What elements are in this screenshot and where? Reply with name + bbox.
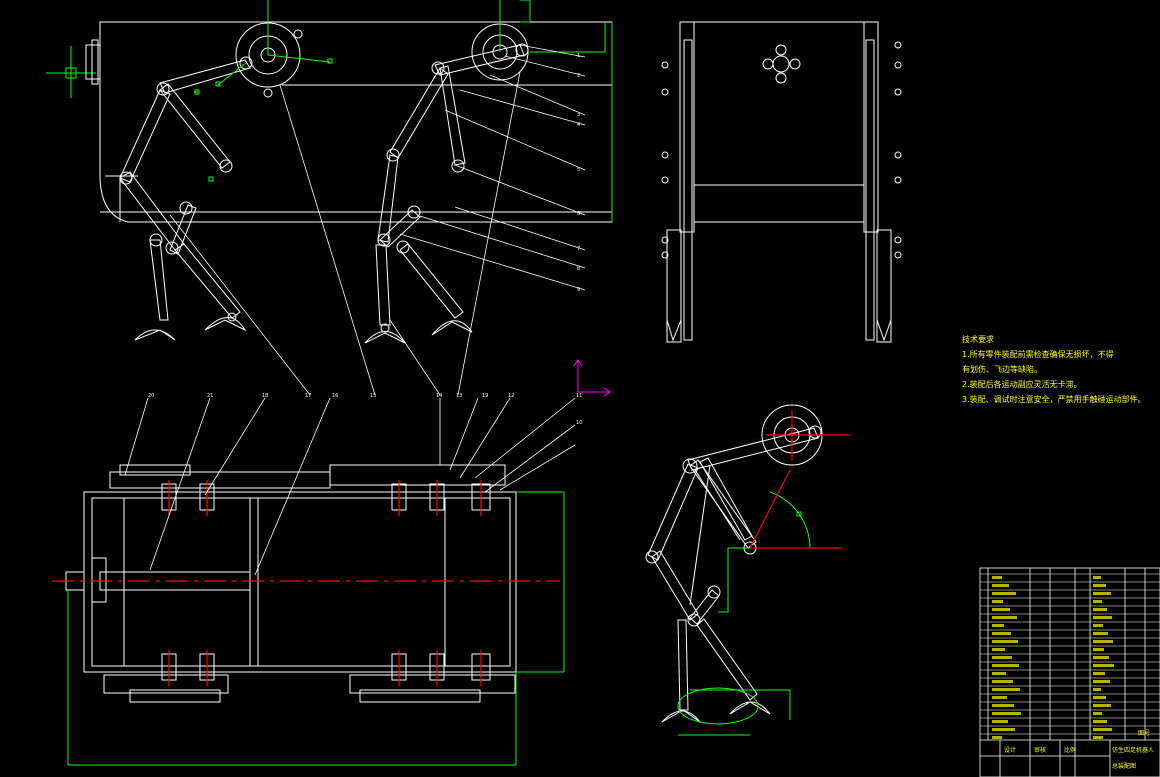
balloon: 11 — [576, 393, 582, 399]
drawing-title: 仿生四足机器人 — [1112, 746, 1154, 754]
parts-list-entry — [1093, 576, 1101, 579]
title-label: 比例 — [1064, 746, 1076, 754]
parts-list-entry — [992, 696, 1007, 699]
balloon: 8 — [577, 266, 580, 272]
parts-list-entry — [992, 720, 1008, 723]
balloon: 7 — [577, 246, 580, 252]
parts-list-entry — [992, 632, 1011, 635]
parts-list-entry — [992, 712, 1021, 715]
parts-list-entry — [1093, 720, 1107, 723]
parts-list-entry — [992, 688, 1020, 691]
top-view-centerlines — [52, 480, 560, 686]
balloon: 12 — [508, 393, 514, 399]
title-label: 审核 — [1034, 746, 1046, 754]
balloon: 20 — [148, 393, 154, 399]
front-view-leaders — [169, 44, 586, 396]
parts-list-entry — [992, 656, 1012, 659]
notes-line: 1.所有零件装配前需检查确保无损坏，不得 — [962, 350, 1114, 359]
title-label: 设计 — [1004, 746, 1016, 754]
balloon: 18 — [262, 393, 268, 399]
parts-list-entry — [992, 728, 1015, 731]
parts-list-entry — [992, 576, 1002, 579]
balloon: 6 — [577, 211, 580, 217]
front-view-dimensions — [194, 0, 613, 222]
balloon: 1 — [577, 53, 580, 59]
notes-line: 3.装配、调试时注意安全，严禁用手触碰运动部件。 — [962, 395, 1146, 404]
balloon: 10 — [576, 420, 582, 426]
front-view-balloons: 1 2 3 4 5 6 7 8 9 — [577, 53, 580, 293]
parts-list-entry — [1093, 648, 1104, 651]
parts-list-entry — [1093, 656, 1109, 659]
parts-list-entry — [1093, 712, 1102, 715]
notes-line: 2.装配后各运动副应灵活无卡滞。 — [962, 380, 1082, 389]
parts-list-entry — [1093, 632, 1108, 635]
parts-list-entry — [1093, 624, 1103, 627]
parts-list-entry — [992, 736, 1002, 739]
title-block-rows — [980, 573, 1160, 739]
parts-list-entry — [1093, 640, 1113, 643]
parts-list-entry — [992, 672, 1006, 675]
top-view-leaders — [124, 397, 576, 576]
notes-heading: 技术要求 — [962, 335, 994, 344]
balloon: 4 — [577, 122, 580, 128]
balloon: 19 — [482, 393, 488, 399]
parts-list-entry — [992, 608, 1010, 611]
parts-list-entry — [1093, 592, 1111, 595]
side-view — [661, 21, 902, 343]
parts-list-entry — [1093, 664, 1114, 667]
balloon: 17 — [305, 393, 311, 399]
parts-list-entry — [1093, 584, 1106, 587]
parts-list-entry — [1093, 704, 1111, 707]
technical-requirements: 技术要求 1.所有零件装配前需检查确保无损坏，不得 有划伤、飞边等缺陷。 2.装… — [962, 332, 1152, 407]
parts-list-entry — [992, 616, 1017, 619]
leg-detail-centerlines — [749, 410, 850, 549]
top-view-balloons: 20 21 18 17 16 15 14 13 19 12 11 10 — [148, 393, 582, 426]
parts-list-entry — [992, 680, 1013, 683]
title-block-text: 仿生四足机器人 总装配图 设计 审核 比例 图号 — [1004, 730, 1154, 770]
parts-list-entry — [992, 600, 1003, 603]
balloon: 16 — [332, 393, 338, 399]
parts-list-entry — [992, 624, 1004, 627]
leg-detail-dimensions — [677, 491, 811, 736]
title-label: 图号 — [1138, 730, 1150, 737]
drawing-subtitle: 总装配图 — [1112, 762, 1136, 770]
balloon: 3 — [577, 112, 580, 118]
parts-list-entry — [992, 584, 1009, 587]
balloon: 9 — [577, 287, 580, 293]
parts-list-entry — [1093, 672, 1105, 675]
crosshair-cursor-icon — [46, 46, 96, 98]
leg-detail-view — [645, 404, 823, 723]
parts-list-entry — [1093, 600, 1102, 603]
parts-list-entry — [1093, 680, 1110, 683]
parts-list-entry — [992, 640, 1018, 643]
notes-line: 有划伤、飞边等缺陷。 — [962, 365, 1042, 374]
parts-list-entry — [1093, 688, 1101, 691]
balloon: 15 — [370, 393, 376, 399]
parts-list-entry — [992, 648, 1005, 651]
parts-list-entry — [992, 664, 1019, 667]
parts-list-entry — [992, 704, 1014, 707]
parts-list-entry — [1093, 696, 1106, 699]
parts-list-entry — [1093, 736, 1103, 739]
balloon: 21 — [207, 393, 213, 399]
parts-list-entry — [1093, 616, 1112, 619]
ucs-axis-icon — [573, 359, 611, 397]
balloon: 2 — [577, 73, 580, 79]
balloon: 14 — [436, 393, 442, 399]
parts-list-entry — [1093, 728, 1112, 731]
balloon: 5 — [577, 167, 580, 173]
top-view-dimensions — [67, 491, 565, 766]
parts-list-entry — [992, 592, 1016, 595]
parts-list-entry — [1093, 608, 1107, 611]
balloon: 13 — [456, 393, 462, 399]
